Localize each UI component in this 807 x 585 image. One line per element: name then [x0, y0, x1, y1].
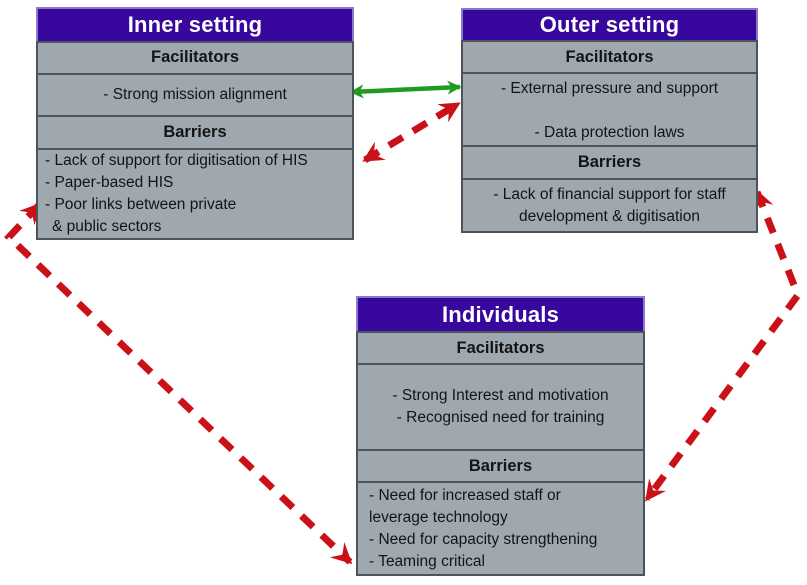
list-item: - Data protection laws — [534, 124, 685, 141]
inner-barriers-header: Barriers — [36, 115, 354, 148]
list-item: - Poor links between private — [45, 196, 237, 213]
facilitators-label: Facilitators — [456, 338, 545, 357]
list-item: - Teaming critical — [369, 552, 486, 570]
facilitators-label: Facilitators — [565, 47, 654, 66]
green-double-arrow-inner-outer — [349, 80, 462, 99]
inner-facilitators-header: Facilitators — [36, 40, 354, 73]
list-item: - Strong Interest and motivation — [392, 387, 609, 404]
outer-setting-box: Outer setting Facilitators - External pr… — [461, 8, 758, 233]
individuals-barriers-list: - Need for increased staff or leverage t… — [356, 481, 645, 576]
list-item: - Paper-based HIS — [45, 174, 174, 191]
red-dashed-arrow-inner-outer — [362, 101, 461, 163]
individuals-title: Individuals — [356, 296, 645, 331]
list-item: development & digitisation — [519, 207, 700, 225]
list-item: leverage technology — [369, 508, 508, 526]
outer-facilitators-list: - External pressure and support - Data p… — [461, 72, 758, 145]
list-item: - Lack of financial support for staff — [493, 185, 726, 203]
red-dashed-arrow-outer-individuals — [644, 189, 802, 502]
outer-barriers-header: Barriers — [461, 145, 758, 178]
list-item: - Strong mission alignment — [103, 85, 287, 103]
inner-setting-title: Inner setting — [36, 7, 354, 41]
list-item: - External pressure and support — [500, 80, 719, 97]
inner-barriers-list: - Lack of support for digitisation of HI… — [36, 148, 354, 240]
inner-setting-box: Inner setting Facilitators - Strong miss… — [36, 7, 354, 240]
outer-facilitators-header: Facilitators — [461, 40, 758, 72]
list-item: & public sectors — [52, 218, 162, 235]
individuals-box: Individuals Facilitators - Strong Intere… — [356, 296, 645, 576]
inner-facilitators-list: - Strong mission alignment — [36, 72, 354, 116]
red-dashed-arrow-inner-individuals — [4, 202, 353, 565]
individuals-facilitators-list: - Strong Interest and motivation - Recog… — [356, 363, 645, 449]
barriers-label: Barriers — [163, 123, 227, 142]
outer-barriers-list: - Lack of financial support for staff de… — [461, 178, 758, 233]
facilitators-label: Facilitators — [150, 48, 240, 67]
individuals-barriers-header: Barriers — [356, 449, 645, 481]
individuals-facilitators-header: Facilitators — [356, 331, 645, 363]
barriers-label: Barriers — [577, 153, 642, 171]
outer-setting-title: Outer setting — [461, 8, 758, 40]
list-item: - Lack of support for digitisation of HI… — [45, 152, 308, 169]
list-item: - Need for increased staff or — [369, 486, 561, 504]
list-item: - Need for capacity strengthening — [369, 530, 598, 548]
barriers-label: Barriers — [468, 456, 533, 475]
list-item: - Recognised need for training — [396, 409, 605, 426]
